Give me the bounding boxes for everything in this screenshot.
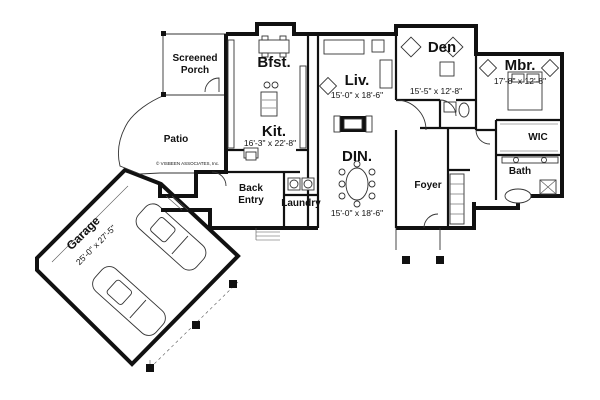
patio-edge (117, 94, 196, 175)
car-icon (92, 266, 166, 336)
copyright-text: © VISBEEN ASSOCIATES, Inc. (156, 160, 219, 166)
breakfast-label: Bfst. (257, 54, 290, 71)
car-icon (135, 203, 207, 271)
back-entry-label: Back (239, 183, 263, 194)
garage: Garage 25'-0" x 27'-5" (35, 167, 241, 372)
bath-label: Bath (509, 166, 531, 177)
dining-dims: 15'-0" x 18'-6" (331, 208, 383, 218)
wic-label: WIC (528, 132, 547, 143)
kitchen-dims: 16'-3" x 22'-8" (244, 138, 296, 148)
breakfast-table (258, 39, 290, 54)
screened-porch-label: Screened (172, 53, 217, 64)
column-marker-icon (192, 321, 200, 329)
living-label: Liv. (345, 72, 370, 89)
sofa (323, 39, 365, 55)
bathtub (504, 188, 532, 204)
den-label: Den (428, 39, 456, 56)
column-marker-icon (146, 364, 154, 372)
screened-porch-label-2: Porch (181, 65, 209, 76)
kitchen-island (260, 91, 278, 117)
room-labels: Bfst. Liv. 15'-0" x 18'-6" Den 15'-5" x … (238, 39, 548, 218)
fixtures (165, 35, 560, 264)
screened-porch: Screened Porch (161, 31, 226, 97)
dining-label: DIN. (342, 148, 372, 165)
den-dims: 15'-5" x 12'-8" (410, 86, 462, 96)
master-bedroom-dims: 17'-8" x 12'-8" (494, 76, 546, 86)
column-marker-icon (436, 256, 444, 264)
garage-walls (35, 167, 241, 367)
living-dims: 15'-0" x 18'-6" (331, 90, 383, 100)
patio-label: Patio (164, 134, 188, 145)
foyer-label: Foyer (414, 180, 441, 191)
column-marker-icon (402, 256, 410, 264)
master-bedroom-label: Mbr. (505, 57, 536, 74)
dining-table (345, 167, 369, 201)
patio: Patio © VISBEEN ASSOCIATES, Inc. (117, 94, 219, 175)
laundry-label: Laundry (281, 198, 321, 209)
interior-walls (226, 34, 562, 228)
column-marker-icon (229, 280, 237, 288)
kitchen-label: Kit. (262, 123, 286, 140)
back-entry-label-2: Entry (238, 195, 264, 206)
